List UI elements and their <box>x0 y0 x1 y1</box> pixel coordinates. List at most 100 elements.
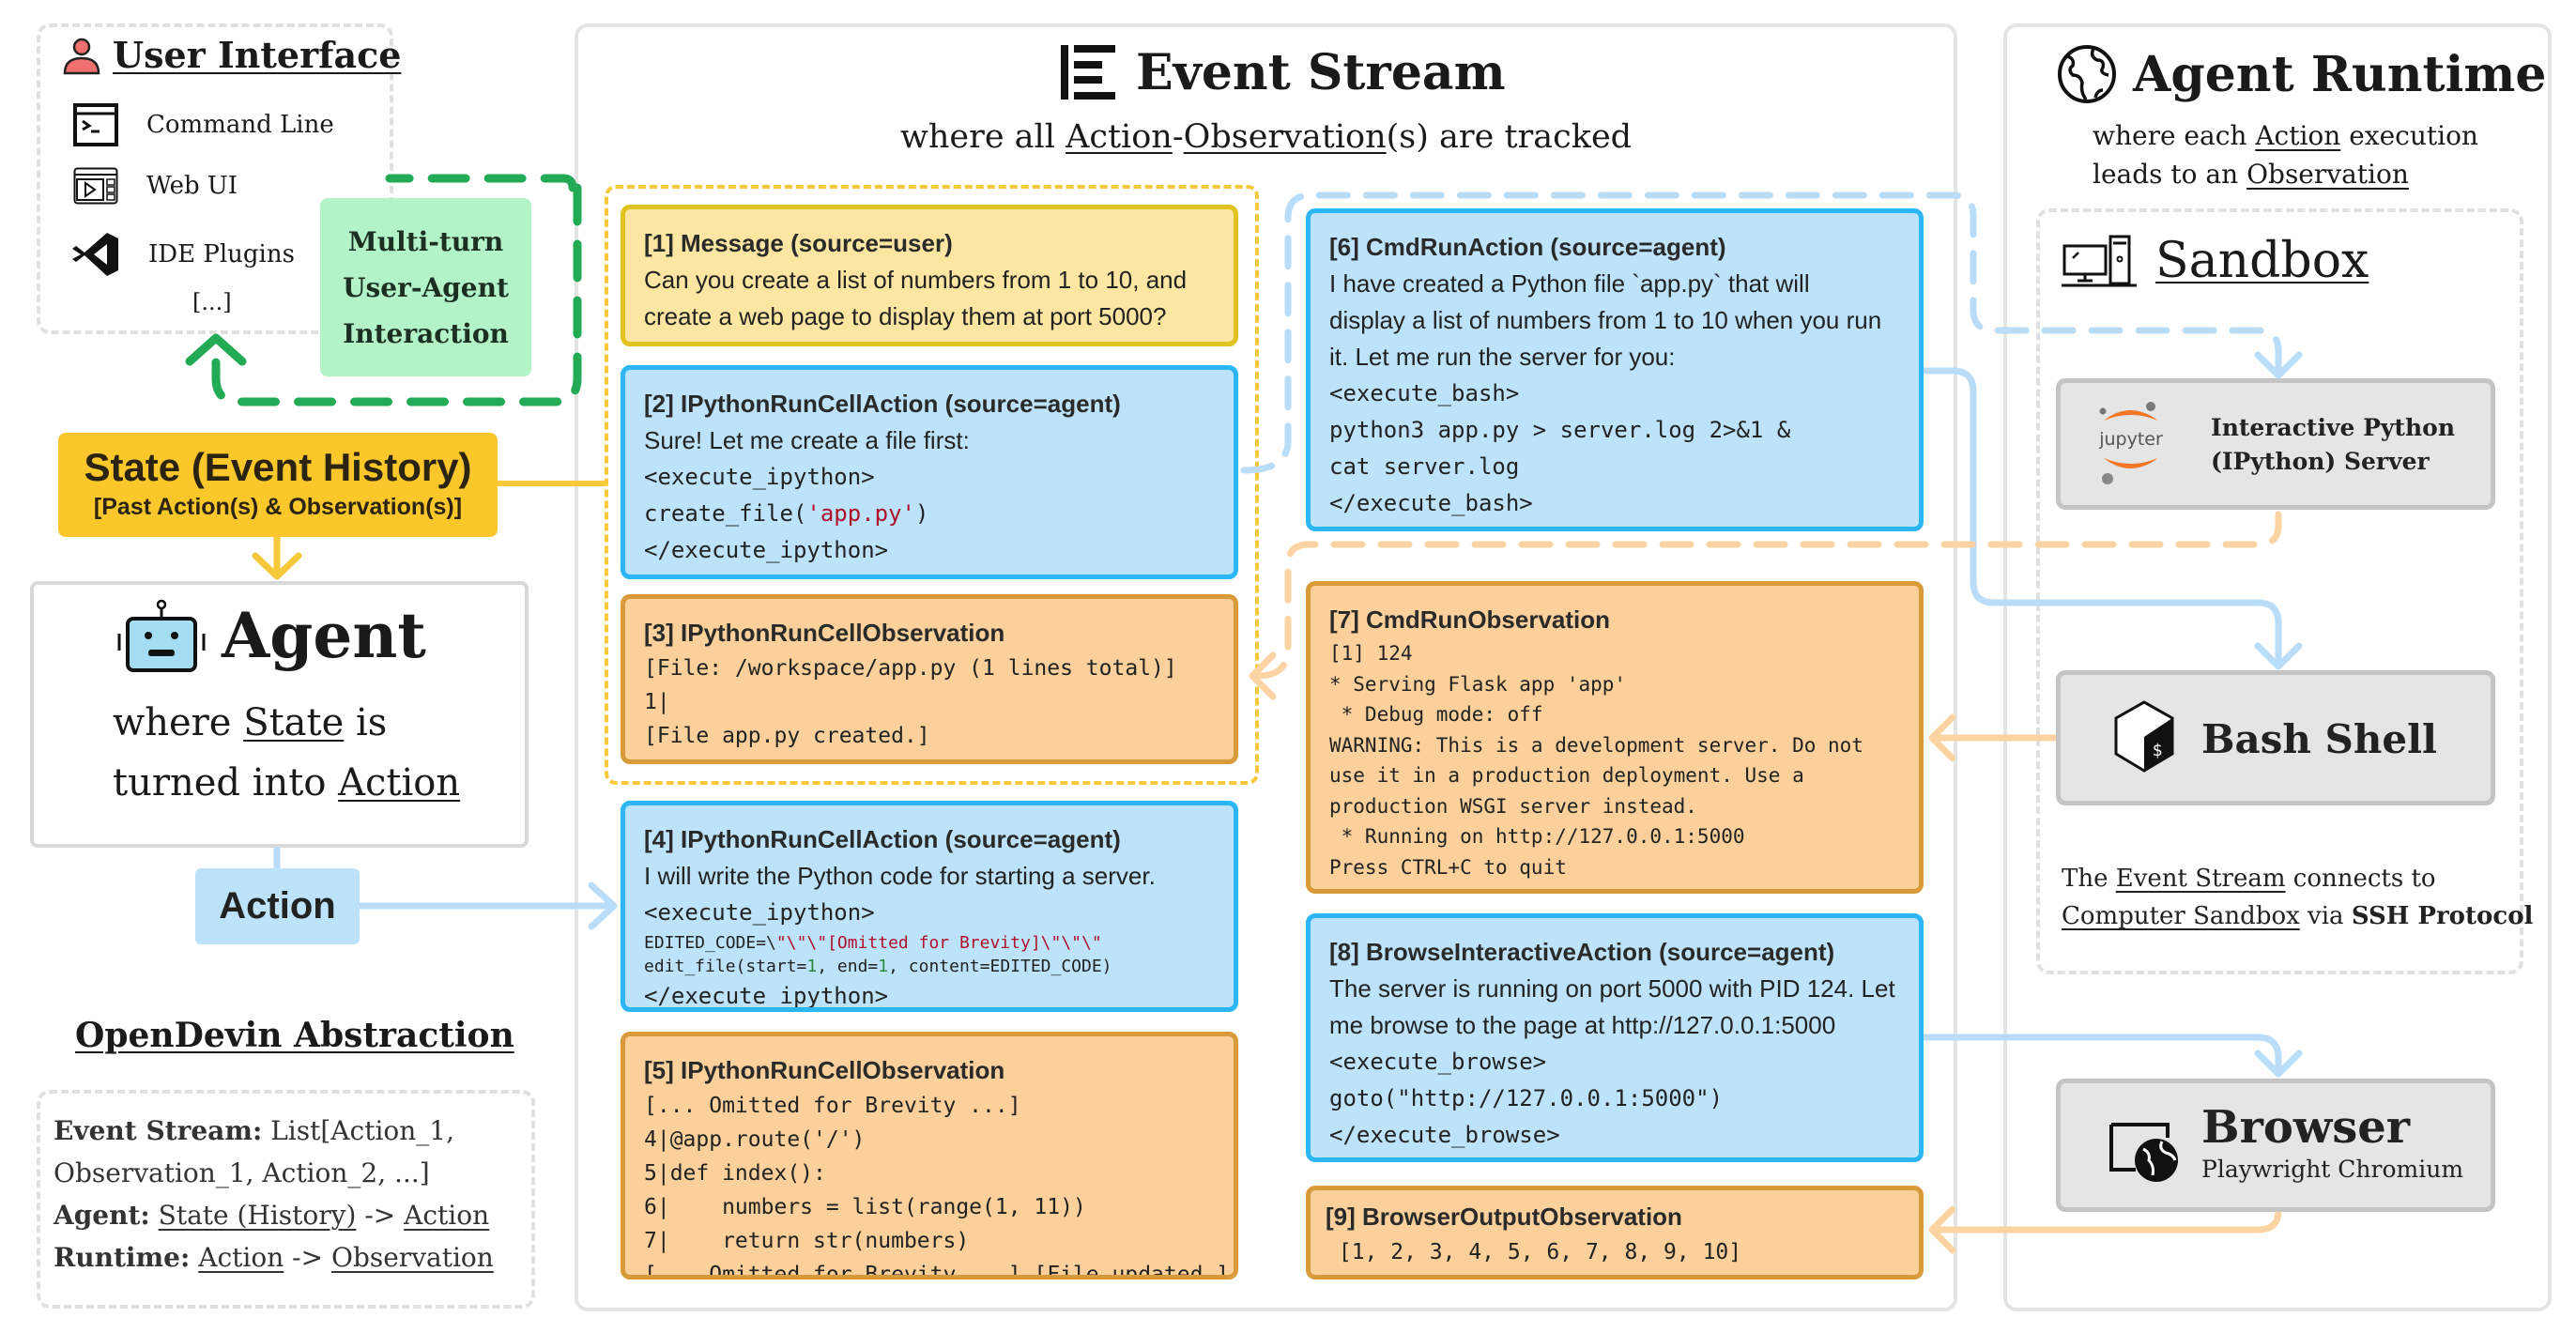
event-text: </execute_browse> <box>1329 1122 1560 1148</box>
abstraction-content: Event Stream: List[Action_1, Observation… <box>54 1110 494 1279</box>
state-subtitle: [Past Action(s) & Observation(s)] <box>93 494 463 520</box>
browser-to-obs-arrow <box>1928 1205 2282 1254</box>
event-text: I have created a Python file `app.py` th… <box>1329 269 1810 298</box>
agent-desc-line2: turned into Action <box>113 761 460 804</box>
text: turned into <box>113 761 339 804</box>
observation-term: Observation <box>1183 118 1387 156</box>
ui-item-command-line[interactable]: Command Line <box>73 103 334 146</box>
ipython-obs-dashed-arrow <box>1254 511 2282 680</box>
event-line: </execute_bash> <box>1329 485 1902 522</box>
action-term: Action <box>338 761 461 804</box>
abstraction-agent: Agent: State (History) -> Action <box>54 1194 494 1236</box>
browser-globe-icon <box>2109 1123 2178 1182</box>
value: Observation <box>330 1242 494 1273</box>
ipython-arrowhead <box>2254 351 2303 379</box>
event-line: 5|def index(): <box>644 1157 1217 1190</box>
event-line: display a list of numbers from 1 to 10 w… <box>1329 302 1902 339</box>
event-text: I will write the Python code for startin… <box>644 862 1156 890</box>
observation-term: Observation <box>2246 159 2409 190</box>
event-line: cat server.log <box>1329 449 1902 485</box>
event-5-obs: [5] IPythonRunCellObservation[... Omitte… <box>621 1032 1238 1279</box>
text: The <box>2062 865 2116 893</box>
robot-icon <box>117 599 206 672</box>
event-line: The server is running on port 5000 with … <box>1329 971 1902 1007</box>
bash-shell-box: $ Bash Shell <box>2056 670 2495 805</box>
browser-label: Browser Playwright Chromium <box>2201 1100 2463 1185</box>
bash-shell-title: Bash Shell <box>2201 716 2438 762</box>
event-text: [1] 124 <box>1329 642 1413 665</box>
event-line: I have created a Python file `app.py` th… <box>1329 266 1902 302</box>
event-title: [4] IPythonRunCellAction (source=agent) <box>644 825 1121 853</box>
event-4-action: [4] IPythonRunCellAction (source=agent) I… <box>621 801 1238 1012</box>
event-line: * Debug mode: off <box>1329 699 1902 730</box>
event-text: display a list of numbers from 1 to 10 w… <box>1329 306 1882 334</box>
event-text: 5|def index(): <box>644 1161 826 1186</box>
event-text: create_file( <box>644 500 807 527</box>
event-text: </execute_bash> <box>1329 490 1533 516</box>
text: (s) are tracked <box>1386 118 1633 156</box>
event-line: goto("http://127.0.0.1:5000") <box>1329 1080 1902 1117</box>
value: Action <box>404 1200 490 1231</box>
runtime-header: Agent Runtime <box>2056 43 2546 105</box>
ui-item-label: Command Line <box>146 111 334 139</box>
multi-turn-line: User-Agent <box>343 271 509 303</box>
ipython-server-box: jupyter Interactive Python (IPython) Ser… <box>2056 378 2495 510</box>
value: Observation_1, Action_2, ...] <box>54 1157 430 1188</box>
user-icon <box>63 38 100 74</box>
value: Action <box>198 1242 284 1273</box>
multi-turn-line: Multi-turn <box>347 225 504 257</box>
event-text: 1| <box>644 690 670 714</box>
event-text: * Serving Flask app 'app' <box>1329 672 1627 696</box>
event-text: 1 <box>878 957 889 976</box>
event-6-action: [6] CmdRunAction (source=agent)I have cr… <box>1306 208 1924 531</box>
text: leads to an <box>2093 159 2247 190</box>
browser-box: Browser Playwright Chromium <box>2056 1079 2495 1212</box>
svg-text:jupyter: jupyter <box>2098 429 2163 450</box>
event-text: edit_file(start= <box>644 957 807 976</box>
abstraction-runtime: Runtime: Action -> Observation <box>54 1236 494 1279</box>
web-ui-icon <box>73 167 118 205</box>
runtime-subtitle: where each Action execution leads to an … <box>2093 116 2478 193</box>
ui-item-ide-plugins[interactable]: IDE Plugins <box>71 231 295 278</box>
state-to-agent-arrow <box>252 533 302 580</box>
event-title: [2] IPythonRunCellAction (source=agent) <box>644 390 1121 418</box>
event-text: * Debug mode: off <box>1329 703 1543 726</box>
event-line: [1, 2, 3, 4, 5, 6, 7, 8, 9, 10] <box>1326 1235 1902 1269</box>
event-text: 6| numbers = list(range(1, 11)) <box>644 1195 1086 1219</box>
value: State (History) <box>158 1200 357 1231</box>
computer-sandbox-term: Computer Sandbox <box>2062 902 2300 930</box>
abstraction-event-stream: Event Stream: List[Action_1, <box>54 1110 494 1152</box>
green-loop-arrowhead <box>185 333 247 366</box>
event-line: <execute_bash> <box>1329 375 1902 412</box>
ui-item-web-ui[interactable]: Web UI <box>73 167 238 205</box>
event-line: 1| <box>644 685 1217 719</box>
event-line: production WSGI server instead. <box>1329 791 1902 822</box>
ui-more: [...] <box>192 289 232 315</box>
globe-icon <box>2058 45 2116 103</box>
user-interface-header: User Interface <box>62 34 401 76</box>
event-text: <execute_ipython> <box>644 464 875 490</box>
text: connects to <box>2285 865 2436 893</box>
abstraction-box <box>37 1090 535 1309</box>
bash-icon: $ <box>2114 700 2174 773</box>
multi-turn-label: Multi-turn User-Agent Interaction <box>320 198 531 376</box>
agent-title: Agent <box>222 599 426 672</box>
event-text: python3 app.py > server.log 2>&1 & <box>1329 417 1791 443</box>
event-text: <execute_ipython> <box>644 899 875 926</box>
green-loop-arrow <box>211 174 582 406</box>
event-line: use it in a production deployment. Use a <box>1329 760 1902 791</box>
event-line: 6| numbers = list(range(1, 11)) <box>644 1190 1217 1224</box>
event-text: <execute_bash> <box>1329 380 1520 406</box>
agent-desc-line1: where State is <box>113 701 387 744</box>
event-line: [... Omitted for Brevity ...] <box>644 1089 1217 1123</box>
user-interface-title: User Interface <box>113 34 402 76</box>
action-label: Action <box>195 868 360 944</box>
text: where <box>113 701 244 744</box>
arrow: -> <box>284 1242 331 1273</box>
event-line: it. Let me run the server for you: <box>1329 339 1902 375</box>
sandbox-title: Sandbox <box>2155 233 2369 289</box>
event-title: [8] BrowseInteractiveAction (source=agen… <box>1329 938 1835 966</box>
browse-to-browser-arrow <box>1920 1034 2303 1078</box>
event-text: [File app.py created.] <box>644 724 930 748</box>
